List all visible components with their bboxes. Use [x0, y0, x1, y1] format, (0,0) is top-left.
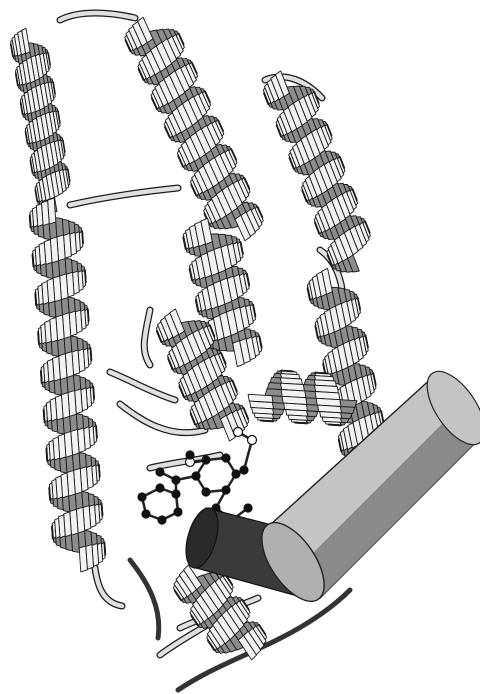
ligand-atom-19 — [156, 468, 164, 476]
ligand-atom-20 — [248, 436, 257, 445]
ligand-atom-8 — [192, 472, 200, 480]
ligand-atom-6 — [142, 510, 150, 518]
ligand-atom-11 — [232, 470, 240, 478]
ligand-atom-16 — [244, 504, 252, 512]
ligand-atom-7 — [172, 476, 180, 484]
ligand-atom-10 — [222, 454, 230, 462]
ligand-atom-22 — [186, 451, 194, 459]
ligand-atom-1 — [138, 493, 146, 501]
ligand-atom-9 — [202, 456, 210, 464]
ligand-atom-12 — [222, 486, 230, 494]
ligand-atom-21 — [234, 428, 243, 437]
ligand-atom-13 — [202, 488, 210, 496]
ligand-atom-5 — [158, 516, 166, 524]
ligand-atom-3 — [172, 490, 180, 498]
ligand-atom-2 — [156, 484, 164, 492]
ligand-atom-17 — [240, 466, 248, 474]
ligand-atom-4 — [174, 508, 182, 516]
